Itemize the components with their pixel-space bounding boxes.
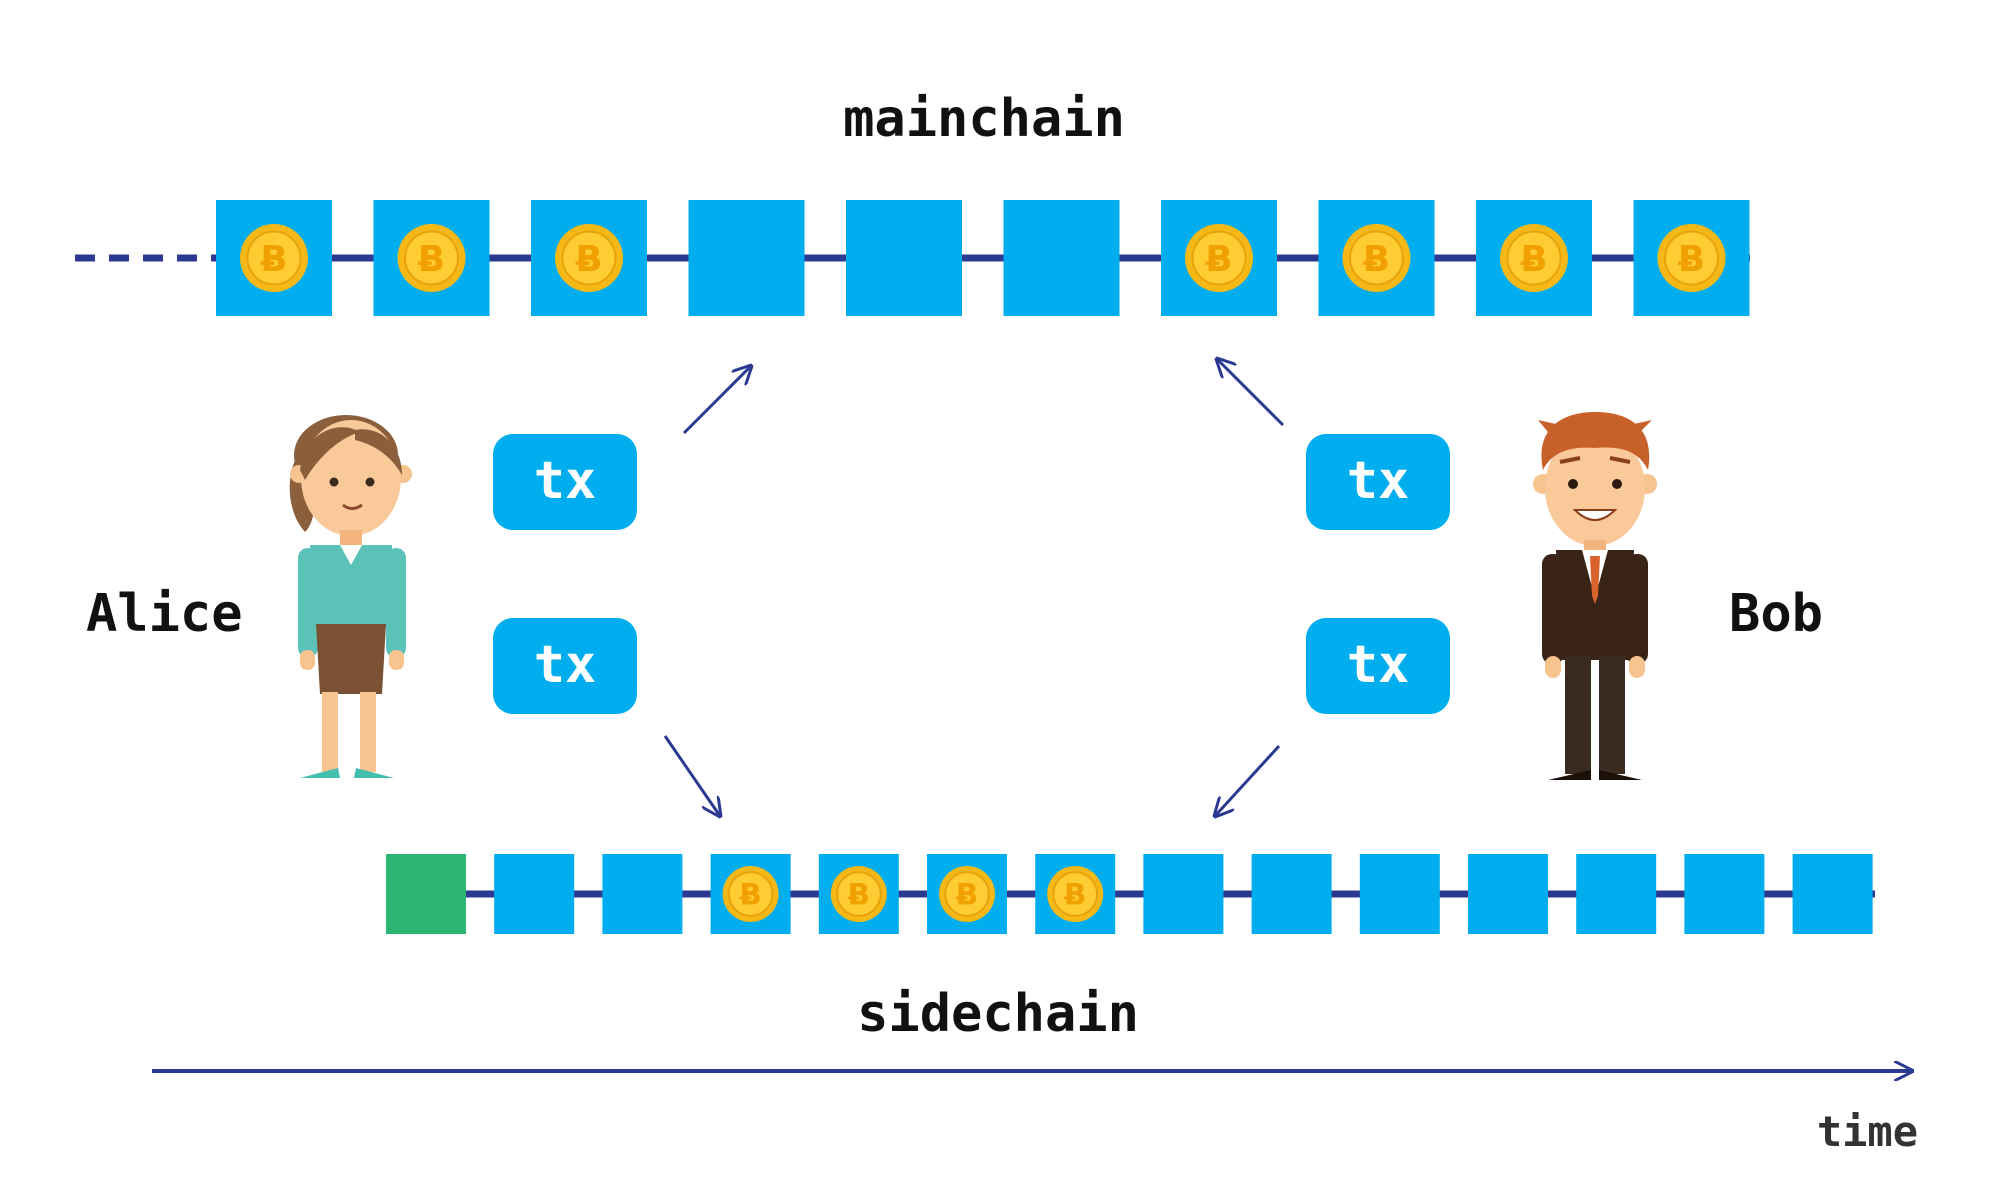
arrow-bob-tx-to-mainchain <box>1217 359 1285 427</box>
tx-label: tx <box>534 451 597 511</box>
bitcoin-coin-icon: Ƀ <box>1185 224 1253 292</box>
tx-box-alice-to-sidechain: tx <box>493 618 637 714</box>
svg-text:Ƀ: Ƀ <box>575 239 602 280</box>
svg-text:Ƀ: Ƀ <box>418 239 445 280</box>
sidechain-block <box>1468 854 1548 934</box>
tx-label: tx <box>1347 451 1410 511</box>
tx-label: tx <box>534 635 597 695</box>
svg-text:Ƀ: Ƀ <box>1064 878 1086 912</box>
alice-label: Alice <box>86 584 243 644</box>
bitcoin-coin-icon: Ƀ <box>1342 224 1411 292</box>
bitcoin-coin-icon: Ƀ <box>939 866 995 922</box>
sidechain-block <box>1359 854 1440 934</box>
sidechain-label: sidechain <box>857 984 1139 1044</box>
svg-text:Ƀ: Ƀ <box>739 878 761 912</box>
svg-text:Ƀ: Ƀ <box>956 878 978 912</box>
svg-text:Ƀ: Ƀ <box>848 878 870 912</box>
bitcoin-coin-icon: Ƀ <box>722 866 779 922</box>
svg-text:Ƀ: Ƀ <box>260 239 287 280</box>
sidechain-block <box>1684 854 1765 934</box>
time-label: time <box>1817 1107 1918 1156</box>
bob-label: Bob <box>1729 584 1823 644</box>
bitcoin-coin-icon: Ƀ <box>555 224 623 292</box>
mainchain-label: mainchain <box>843 89 1125 149</box>
arrow-alice-tx-to-mainchain <box>682 366 751 435</box>
sidechain-block <box>602 854 683 934</box>
man-person-icon <box>1533 412 1657 780</box>
svg-text:Ƀ: Ƀ <box>1363 239 1390 280</box>
tx-box-alice-to-mainchain: tx <box>493 434 637 530</box>
sidechain-genesis-block <box>386 854 466 934</box>
sidechain-block <box>1576 854 1657 934</box>
bitcoin-coin-icon: Ƀ <box>240 224 308 292</box>
sidechain-block <box>1143 854 1224 934</box>
sidechain-block <box>494 854 575 934</box>
mainchain-block <box>846 200 962 316</box>
sidechain-block <box>1792 854 1873 934</box>
svg-text:Ƀ: Ƀ <box>1520 239 1547 280</box>
tx-label: tx <box>1347 635 1410 695</box>
mainchain-block <box>1003 200 1120 316</box>
svg-text:Ƀ: Ƀ <box>1678 239 1705 280</box>
woman-person-icon <box>289 415 412 778</box>
bitcoin-coin-icon: Ƀ <box>830 866 887 922</box>
mainchain-block <box>688 200 805 316</box>
tx-box-bob-to-mainchain: tx <box>1306 434 1450 530</box>
arrow-alice-tx-to-sidechain <box>663 735 720 816</box>
bitcoin-coin-icon: Ƀ <box>1657 224 1726 292</box>
tx-box-bob-to-sidechain: tx <box>1306 618 1450 714</box>
bitcoin-coin-icon: Ƀ <box>397 224 466 292</box>
bitcoin-coin-icon: Ƀ <box>1047 866 1104 922</box>
bitcoin-coin-icon: Ƀ <box>1500 224 1568 292</box>
sidechain-block <box>1251 854 1332 934</box>
svg-text:Ƀ: Ƀ <box>1205 239 1232 280</box>
arrow-bob-tx-to-sidechain <box>1215 744 1281 816</box>
